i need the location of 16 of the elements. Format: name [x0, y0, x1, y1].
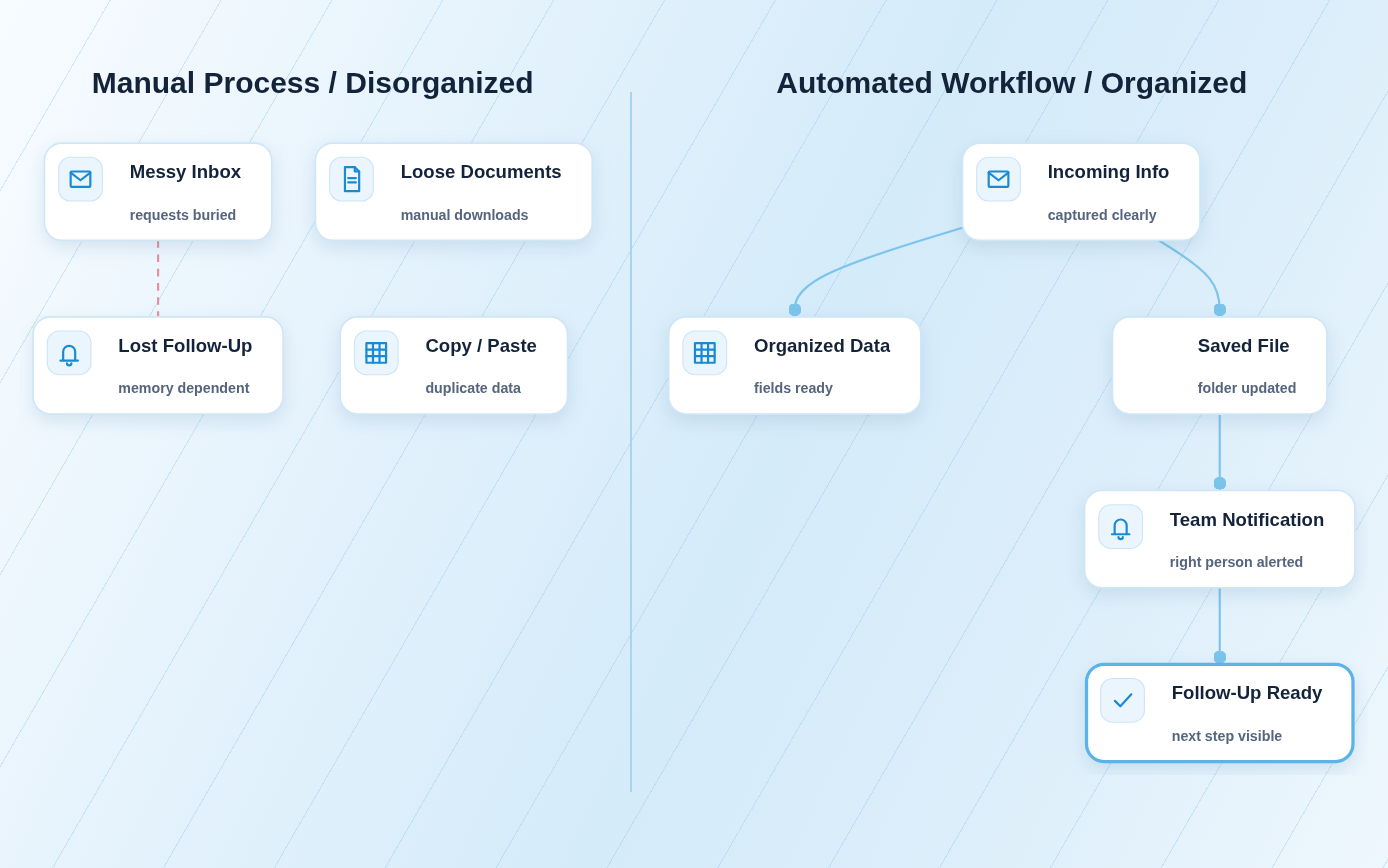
- node-box: Messy Inbox requests buried: [43, 142, 273, 242]
- connector: [1213, 587, 1227, 665]
- node-box: Saved File folder updated: [1111, 316, 1328, 415]
- connector: [1158, 239, 1227, 317]
- node-box: Lost Follow-Up memory dependent: [32, 316, 284, 415]
- node-box: Organized Data fields ready: [667, 316, 922, 415]
- connector: [788, 226, 963, 317]
- node-box: Copy / Paste duplicate data: [339, 316, 569, 415]
- connector: [157, 240, 160, 317]
- section-heading: Manual Process / Disorganized: [91, 66, 534, 100]
- connector: [1213, 414, 1227, 491]
- node-box: Incoming Info captured clearly: [961, 142, 1201, 242]
- section-heading: Automated Workflow / Organized: [776, 66, 1248, 100]
- node-box: Team Notification right person alerted: [1083, 489, 1356, 589]
- node-box: Follow-Up Ready next step visible: [1084, 662, 1355, 764]
- node-box: Loose Documents manual downloads: [314, 142, 594, 242]
